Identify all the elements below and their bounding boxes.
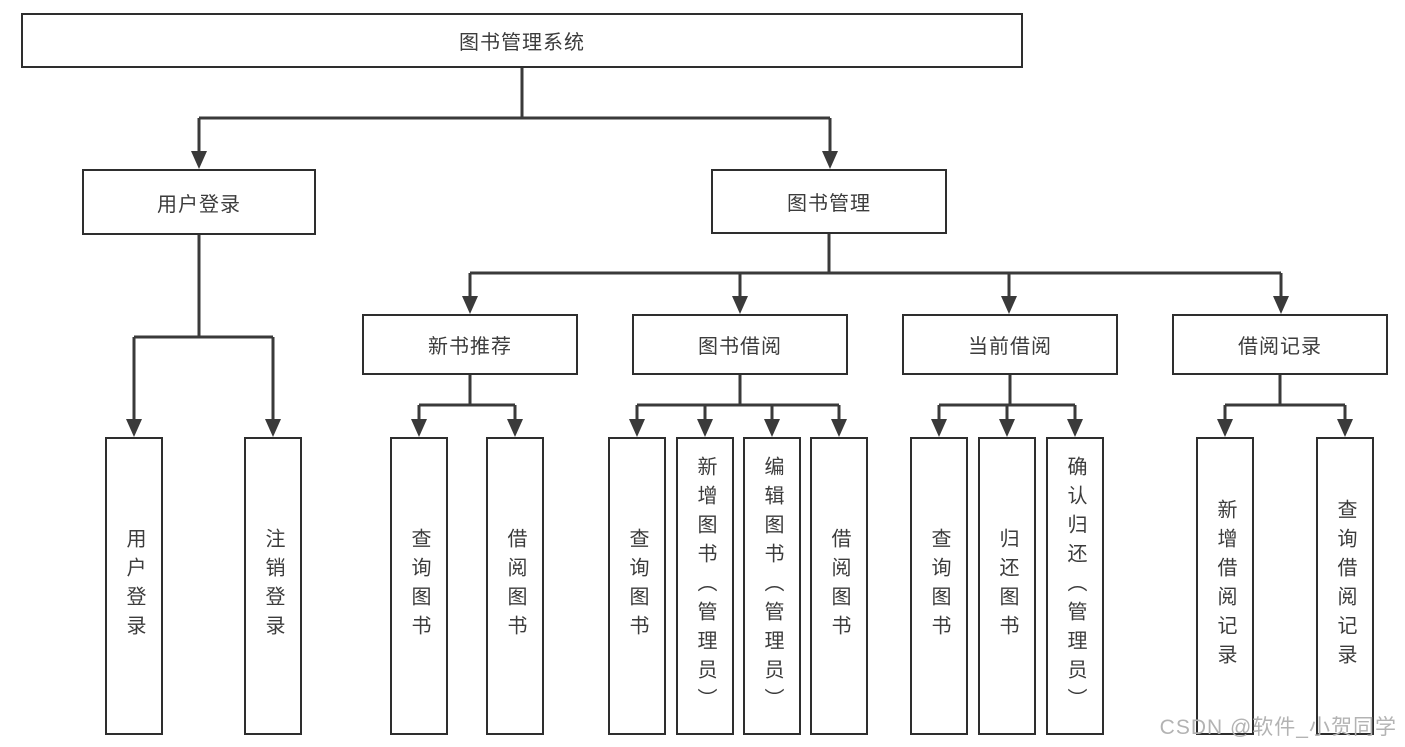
leaf-edit-books-admin: 编辑图书（管理员） [743,437,801,735]
leaf-query-books-current: 查询图书 [910,437,968,735]
leaf-query-borrow-record: 查询借阅记录 [1316,437,1374,735]
leaf-add-books-admin: 新增图书（管理员） [676,437,734,735]
leaf-add-borrow-record: 新增借阅记录 [1196,437,1254,735]
node-borrowing-records: 借阅记录 [1172,314,1388,375]
node-book-management: 图书管理 [711,169,947,234]
leaf-logout: 注销登录 [244,437,302,735]
leaf-query-books-borrowing: 查询图书 [608,437,666,735]
leaf-return-books: 归还图书 [978,437,1036,735]
csdn-watermark: CSDN @软件_小贺同学 [1159,716,1397,739]
node-book-borrowing: 图书借阅 [632,314,848,375]
node-current-borrowing: 当前借阅 [902,314,1118,375]
leaf-user-login: 用户登录 [105,437,163,735]
node-new-book-recommendation: 新书推荐 [362,314,578,375]
leaf-borrow-books-recommend: 借阅图书 [486,437,544,735]
node-library-management-system: 图书管理系统 [21,13,1023,68]
leaf-confirm-return-admin: 确认归还（管理员） [1046,437,1104,735]
leaf-query-books-recommend: 查询图书 [390,437,448,735]
node-user-login: 用户登录 [82,169,316,235]
leaf-borrow-books: 借阅图书 [810,437,868,735]
connector-segments [132,68,1347,421]
